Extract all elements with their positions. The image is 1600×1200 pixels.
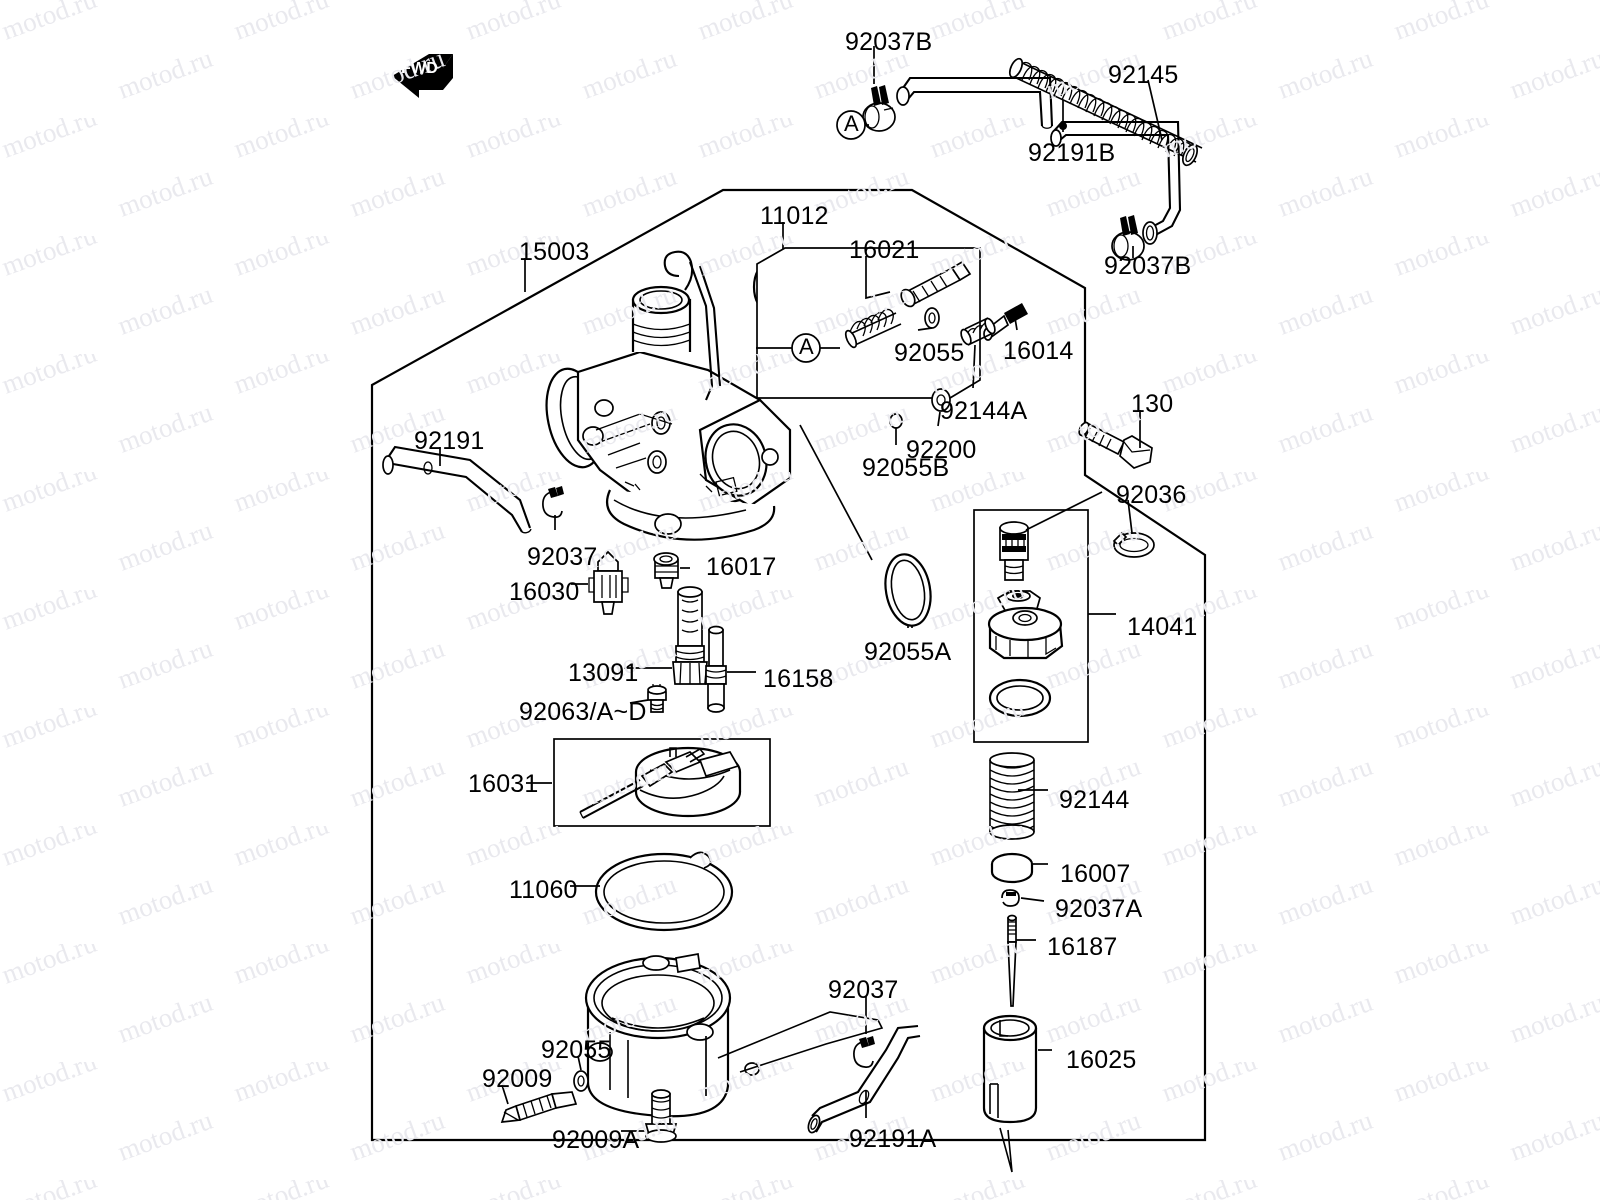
part-label-92036: 92036 bbox=[1116, 481, 1187, 509]
part-label-92037A: 92037A bbox=[1055, 895, 1143, 923]
part-label-11060: 11060 bbox=[509, 876, 578, 904]
part-label-92145: 92145 bbox=[1108, 61, 1179, 89]
part-label-92037-left: 92037 bbox=[527, 543, 598, 571]
part-label-16007: 16007 bbox=[1060, 860, 1131, 888]
part-label-92063: 92063/A~D bbox=[519, 698, 647, 726]
part-label-92055: 92055 bbox=[894, 339, 965, 367]
part-label-16014: 16014 bbox=[1003, 337, 1074, 365]
part-label-16025: 16025 bbox=[1066, 1046, 1137, 1074]
part-label-15003: 15003 bbox=[519, 238, 590, 266]
part-label-92144: 92144 bbox=[1059, 786, 1130, 814]
part-label-16031: 16031 bbox=[468, 770, 539, 798]
part-label-92055A: 92055A bbox=[864, 638, 952, 666]
part-label-130: 130 bbox=[1131, 390, 1174, 418]
part-label-92009A: 92009A bbox=[552, 1126, 640, 1154]
part-label-14041: 14041 bbox=[1127, 613, 1198, 641]
part-label-92009: 92009 bbox=[482, 1065, 553, 1093]
part-label-16187: 16187 bbox=[1047, 933, 1118, 961]
part-label-16021: 16021 bbox=[849, 236, 920, 264]
part-label-92144A: 92144A bbox=[940, 397, 1028, 425]
part-label-92191B: 92191B bbox=[1028, 139, 1116, 167]
part-label-16030: 16030 bbox=[509, 578, 580, 606]
part-label-92037-bottom: 92037 bbox=[828, 976, 899, 1004]
part-label-92191A: 92191A bbox=[849, 1125, 937, 1153]
part-label-92055-bowl: 92055 bbox=[541, 1036, 612, 1064]
fwd-marker-label: FWD bbox=[401, 60, 439, 77]
reference-marker-A-top: A bbox=[844, 111, 859, 136]
part-label-92055B: 92055B bbox=[862, 454, 950, 482]
part-label-92037B-right: 92037B bbox=[1104, 252, 1192, 280]
part-label-16017: 16017 bbox=[706, 553, 777, 581]
part-label-13091: 13091 bbox=[568, 659, 639, 687]
reference-marker-A-mid: A bbox=[799, 334, 814, 359]
part-label-16158: 16158 bbox=[763, 665, 834, 693]
part-label-11012: 11012 bbox=[760, 202, 829, 230]
part-label-92191: 92191 bbox=[414, 427, 485, 455]
part-label-92037B-top: 92037B bbox=[845, 28, 933, 56]
